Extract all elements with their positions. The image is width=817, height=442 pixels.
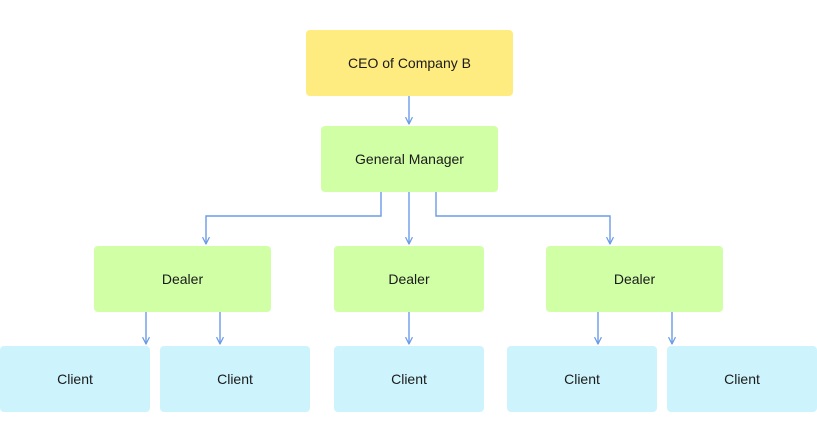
node-client-1-label: Client (57, 371, 93, 387)
node-dealer-1[interactable]: Dealer (94, 246, 271, 312)
node-dealer-3-label: Dealer (613, 271, 656, 287)
node-client-2-label: Client (217, 371, 253, 387)
node-general-manager-label: General Manager (355, 151, 464, 167)
node-client-5[interactable]: Client (667, 346, 817, 412)
node-ceo[interactable]: CEO of Company B (306, 30, 513, 96)
node-client-1[interactable]: Client (0, 346, 150, 412)
node-dealer-3[interactable]: Dealer (546, 246, 723, 312)
node-general-manager[interactable]: General Manager (321, 126, 498, 192)
node-ceo-label: CEO of Company B (348, 55, 471, 71)
node-client-4-label: Client (564, 371, 600, 387)
node-client-5-label: Client (724, 371, 760, 387)
node-client-4[interactable]: Client (507, 346, 657, 412)
node-client-3-label: Client (391, 371, 427, 387)
node-client-3[interactable]: Client (334, 346, 484, 412)
connector-manager-to-dealer-1 (202, 192, 382, 245)
node-dealer-2-label: Dealer (388, 271, 430, 287)
node-dealer-1-label: Dealer (161, 271, 204, 287)
connector-manager-to-dealer-3 (435, 192, 614, 245)
node-dealer-2[interactable]: Dealer (334, 246, 484, 312)
node-client-2[interactable]: Client (160, 346, 310, 412)
